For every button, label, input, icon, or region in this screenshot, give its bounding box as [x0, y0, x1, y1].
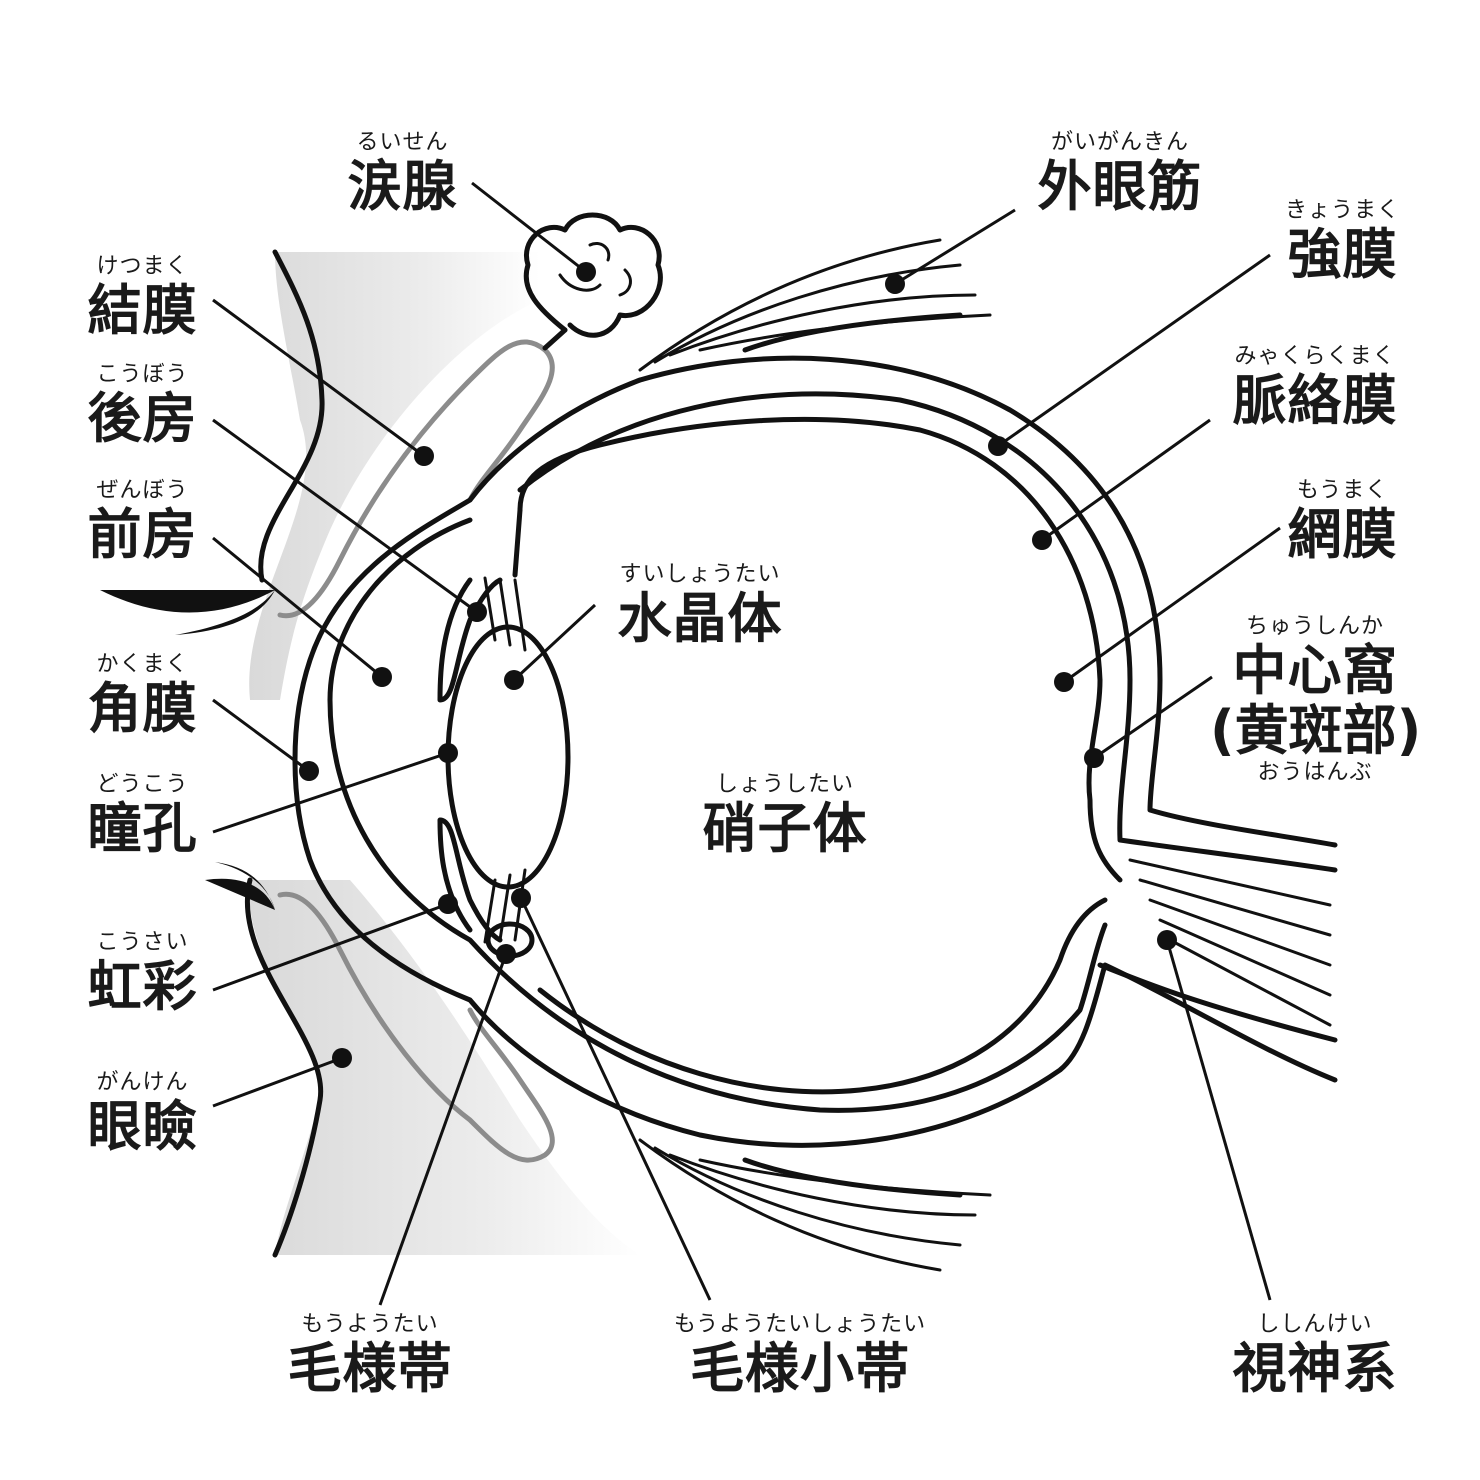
dot-ciliary-body — [496, 944, 516, 964]
term-anterior-chamber: 前房 — [87, 503, 198, 566]
dot-sclera — [988, 436, 1008, 456]
dot-lacrimal-gland — [576, 262, 596, 282]
iris-lower — [437, 817, 503, 943]
ruby-eyelid: がんけん — [96, 1070, 189, 1095]
lower-eyelid-outline — [245, 877, 324, 1258]
ruby-lacrimal-gland: るいせん — [356, 130, 449, 155]
term-fovea: 中心窩 — [1232, 639, 1398, 702]
dot-zonule — [511, 888, 531, 908]
dot-retina — [1054, 672, 1074, 692]
ruby-extraocular-muscle: がいがんきん — [1050, 130, 1189, 155]
dot-conjunctiva — [414, 446, 434, 466]
label-iris: こうさい 虹彩 — [75, 930, 210, 1018]
label-vitreous: しょうしたい 硝子体 — [690, 772, 880, 860]
dot-posterior-chamber — [467, 602, 487, 622]
term-zonule: 毛様小帯 — [690, 1337, 910, 1400]
ruby-conjunctiva: けつまく — [96, 254, 189, 279]
term-pupil: 瞳孔 — [87, 797, 198, 860]
label-lacrimal-gland: るいせん 涙腺 — [335, 130, 470, 218]
term-conjunctiva: 結膜 — [87, 279, 198, 342]
sub-fovea: (黄斑部) — [1210, 699, 1422, 762]
term-posterior-chamber: 後房 — [87, 387, 198, 450]
dot-extraocular-muscle — [885, 274, 905, 294]
term-extraocular-muscle: 外眼筋 — [1037, 155, 1203, 218]
ruby-lens: すいしょうたい — [619, 562, 781, 587]
dot-fovea — [1084, 748, 1104, 768]
label-zonule: もうようたいしょうたい 毛様小帯 — [660, 1312, 940, 1400]
label-extraocular-muscle: がいがんきん 外眼筋 — [1025, 130, 1215, 218]
dot-choroid — [1032, 530, 1052, 550]
term-iris: 虹彩 — [87, 955, 198, 1018]
term-cornea: 角膜 — [87, 677, 198, 740]
label-choroid: みゃくらくまく 脈絡膜 — [1220, 344, 1410, 432]
label-pupil: どうこう 瞳孔 — [75, 772, 210, 860]
upper-eyelid-outline — [258, 249, 325, 583]
ruby-zonule: もうようたいしょうたい — [673, 1312, 927, 1337]
term-choroid: 脈絡膜 — [1232, 369, 1398, 432]
choroid-outline — [517, 391, 1338, 873]
ruby-choroid: みゃくらくまく — [1234, 344, 1396, 369]
ruby-retina: もうまく — [1296, 478, 1389, 503]
dot-cornea — [299, 761, 319, 781]
retina-outline — [517, 416, 1123, 883]
ruby-pupil: どうこう — [96, 772, 189, 797]
conjunctiva-fornix — [277, 339, 555, 1163]
ruby-fovea: ちゅうしんか — [1245, 614, 1384, 639]
eyeball — [292, 355, 1338, 1148]
label-anterior-chamber: ぜんぼう 前房 — [75, 478, 210, 566]
leaders — [212, 181, 1281, 1306]
term-optic-nerve: 視神系 — [1232, 1337, 1398, 1400]
iris-upper — [437, 577, 503, 703]
ruby-posterior-chamber: こうぼう — [96, 362, 189, 387]
eyelid-region — [245, 249, 641, 1258]
label-lens: すいしょうたい 水晶体 — [600, 562, 800, 650]
label-eyelid: がんけん 眼瞼 — [75, 1070, 210, 1158]
lacrimal-gland-shape — [523, 212, 663, 351]
label-posterior-chamber: こうぼう 後房 — [75, 362, 210, 450]
ruby-iris: こうさい — [96, 930, 189, 955]
term-retina: 網膜 — [1287, 503, 1398, 566]
label-sclera: きょうまく 強膜 — [1275, 198, 1410, 286]
label-fovea: ちゅうしんか 中心窩 (黄斑部) おうはんぶ — [1210, 614, 1422, 786]
sclera-outline — [637, 355, 1338, 848]
label-cornea: かくまく 角膜 — [75, 652, 210, 740]
eyelashes — [100, 590, 275, 910]
term-eyelid: 眼瞼 — [87, 1095, 198, 1158]
dot-pupil — [438, 743, 458, 763]
term-vitreous: 硝子体 — [702, 797, 868, 860]
label-conjunctiva: けつまく 結膜 — [75, 254, 210, 342]
dot-eyelid — [332, 1048, 352, 1068]
dot-anterior-chamber — [372, 667, 392, 687]
dot-lens — [504, 670, 524, 690]
ruby-vitreous: しょうしたい — [715, 772, 854, 797]
ruby-anterior-chamber: ぜんぼう — [96, 478, 189, 503]
term-sclera: 強膜 — [1287, 223, 1398, 286]
term-lens: 水晶体 — [617, 587, 783, 650]
lens-shape — [445, 624, 571, 890]
dot-iris — [438, 894, 458, 914]
ruby-sclera: きょうまく — [1284, 198, 1400, 223]
label-retina: もうまく 網膜 — [1275, 478, 1410, 566]
label-ciliary-body: もうようたい 毛様帯 — [270, 1312, 470, 1400]
optic-nerve-fibers — [1128, 858, 1332, 1027]
term-ciliary-body: 毛様帯 — [287, 1337, 453, 1400]
ruby-cornea: かくまく — [96, 652, 189, 677]
ruby-ciliary-body: もうようたい — [301, 1312, 439, 1337]
subruby-fovea: おうはんぶ — [1257, 760, 1373, 785]
label-optic-nerve: ししんけい 視神系 — [1220, 1312, 1410, 1400]
extraocular-muscles — [638, 238, 992, 1272]
term-lacrimal-gland: 涙腺 — [347, 155, 458, 218]
dot-optic-nerve — [1157, 930, 1177, 950]
ruby-optic-nerve: ししんけい — [1257, 1312, 1373, 1337]
